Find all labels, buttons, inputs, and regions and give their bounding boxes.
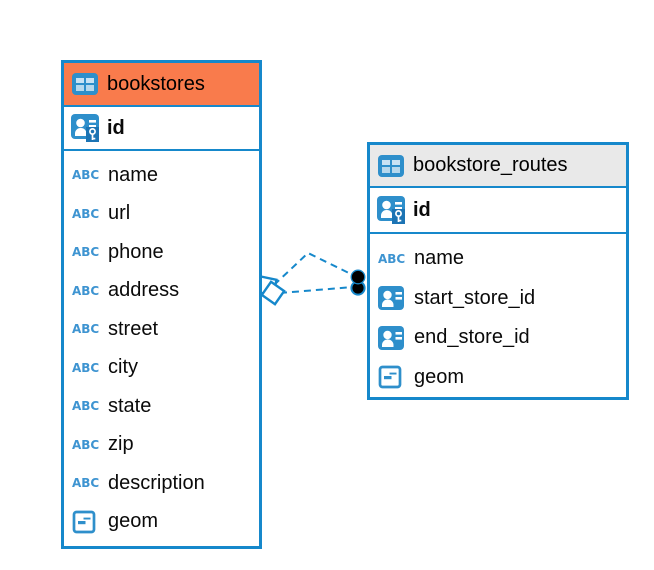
one-end-dot-marker[interactable]	[350, 269, 366, 296]
column-label: state	[108, 394, 152, 417]
column-row-end-store-id[interactable]: end_store_id	[370, 318, 626, 358]
table-icon	[378, 155, 404, 177]
column-label: zip	[108, 433, 134, 456]
primary-key-icon	[71, 114, 99, 142]
column-label: id	[413, 198, 431, 221]
column-row-city[interactable]: ABC city	[64, 349, 259, 388]
table-icon	[72, 73, 98, 95]
column-row-geom[interactable]: geom	[370, 358, 626, 398]
table-bookstores[interactable]: bookstores id ABC name ABC url ABC phone…	[61, 60, 262, 549]
text-type-icon: ABC	[72, 476, 100, 491]
table-title: bookstore_routes	[413, 154, 568, 176]
text-type-icon: ABC	[378, 251, 406, 266]
relationship-line-start-store[interactable]	[273, 251, 356, 286]
text-type-icon: ABC	[72, 283, 100, 298]
column-label: description	[108, 471, 205, 494]
reference-type-icon	[378, 286, 406, 310]
column-row-description[interactable]: ABC description	[64, 464, 259, 503]
column-label: start_store_id	[414, 286, 536, 309]
many-end-diamond-marker[interactable]	[256, 275, 286, 306]
columns-section: ABC name ABC url ABC phone ABC address A…	[64, 151, 259, 541]
reference-type-icon	[378, 326, 406, 350]
text-type-icon: ABC	[72, 437, 100, 452]
text-type-icon: ABC	[72, 245, 100, 260]
column-label: geom	[108, 510, 159, 533]
column-label: city	[108, 356, 138, 379]
column-row-state[interactable]: ABC state	[64, 387, 259, 426]
column-label: name	[414, 247, 465, 270]
column-label: end_store_id	[414, 326, 530, 349]
geometry-type-icon	[72, 510, 100, 534]
text-type-icon: ABC	[72, 168, 100, 183]
column-row-phone[interactable]: ABC phone	[64, 233, 259, 272]
table-bookstores-header[interactable]: bookstores	[64, 63, 259, 107]
relationship-line-end-store[interactable]	[279, 286, 354, 294]
column-row-street[interactable]: ABC street	[64, 310, 259, 349]
column-row-start-store-id[interactable]: start_store_id	[370, 279, 626, 319]
column-row-id[interactable]: id	[370, 188, 626, 234]
column-label: url	[108, 202, 131, 225]
table-title: bookstores	[107, 72, 205, 95]
column-row-name[interactable]: ABC name	[64, 156, 259, 195]
column-row-address[interactable]: ABC address	[64, 272, 259, 311]
column-row-name[interactable]: ABC name	[370, 239, 626, 279]
column-label: name	[108, 163, 159, 186]
column-label: id	[107, 116, 125, 139]
text-type-icon: ABC	[72, 322, 100, 337]
column-label: phone	[108, 240, 164, 263]
column-label: street	[108, 317, 159, 340]
column-row-zip[interactable]: ABC zip	[64, 426, 259, 465]
text-type-icon: ABC	[72, 360, 100, 375]
table-bookstore-routes-header[interactable]: bookstore_routes	[370, 145, 626, 188]
primary-key-icon	[377, 196, 405, 224]
text-type-icon: ABC	[72, 206, 100, 221]
column-label: geom	[414, 365, 465, 388]
column-row-geom[interactable]: geom	[64, 503, 259, 542]
column-row-url[interactable]: ABC url	[64, 195, 259, 234]
columns-section: ABC name start_store_id end_store_id ge	[370, 234, 626, 397]
text-type-icon: ABC	[72, 399, 100, 414]
column-row-id[interactable]: id	[64, 107, 259, 151]
column-label: address	[108, 279, 180, 302]
geometry-type-icon	[378, 365, 406, 389]
table-bookstore-routes[interactable]: bookstore_routes id ABC name start_store…	[367, 142, 629, 400]
